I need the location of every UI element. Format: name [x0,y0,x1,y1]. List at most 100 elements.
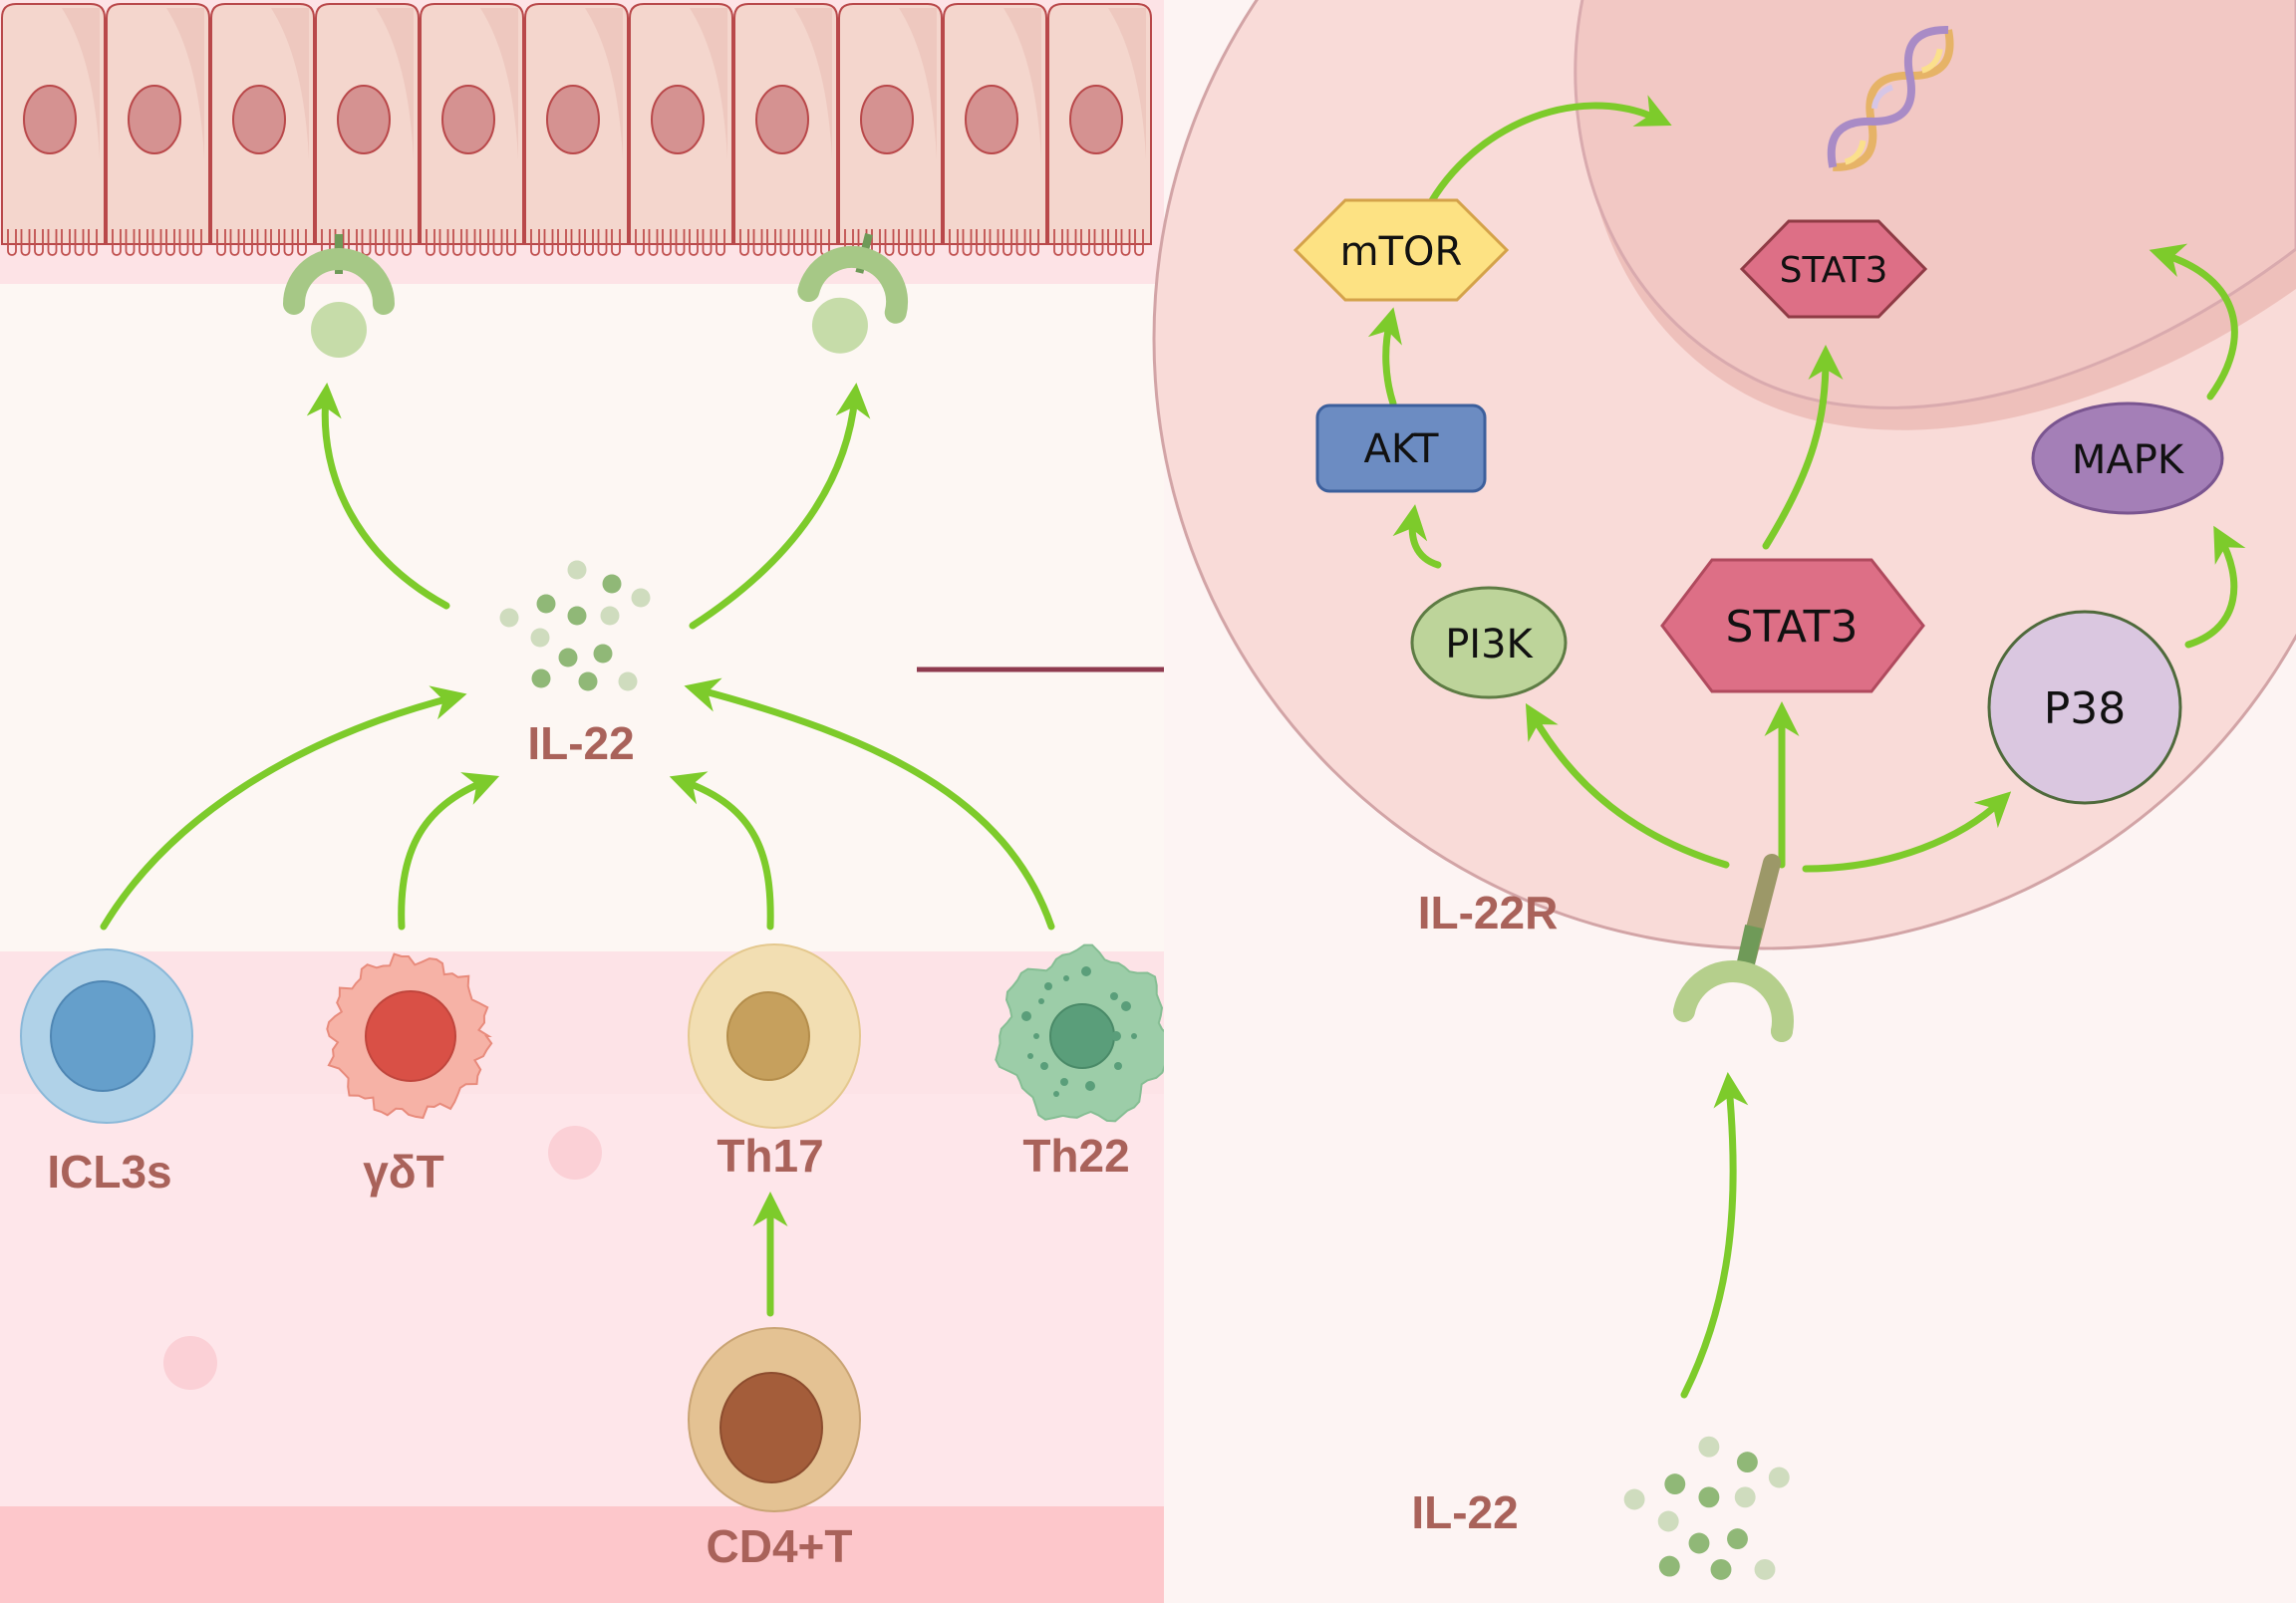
epithelial-cell [210,3,315,256]
granule [1081,966,1091,976]
epithelial-receptor [797,233,909,354]
pi3k-node: PI3K [1410,586,1568,699]
granule [1060,1078,1068,1086]
gdt-cell [326,952,493,1120]
cd4t-cell [688,1327,861,1512]
epithelial-nucleus [965,85,1018,154]
th17-cell [688,943,861,1129]
epithelial-nucleus [860,85,914,154]
th17-label: Th17 [717,1130,823,1182]
microvilli [112,229,202,256]
arrow-il22-to-receptor-right [689,383,871,630]
epithelial-cell [315,3,420,256]
arrow-akt-to-mtor [1367,307,1402,407]
granule [1110,992,1118,1000]
granule [1053,1091,1059,1097]
granule [1111,1031,1121,1041]
akt-label: AKT [1364,426,1439,472]
il22-molecule [567,560,587,580]
epithelial-nucleus [546,85,600,154]
il22-molecule [530,628,550,648]
arrow-mtor-to-nucleus [1419,95,1672,221]
epithelial-nucleus [651,85,705,154]
mtor-node: mTOR [1292,198,1510,302]
microvilli [216,229,307,256]
akt-node: AKT [1315,403,1487,493]
il22-molecule [531,668,551,688]
il22-molecule [593,644,613,664]
background-bubble [163,1336,217,1390]
granule [1121,1001,1131,1011]
il22-molecule [1698,1436,1720,1458]
arrow-receptor-to-pi3k [1525,702,1730,869]
arrow-th22-to-il22 [684,677,1055,931]
il22-molecule [1768,1467,1790,1488]
granule [1038,998,1044,1004]
arrow-th17-to-il22 [669,771,774,931]
p38-label: P38 [2044,683,2127,734]
epithelial-receptor [283,234,395,358]
il22r-label: IL-22R [1418,887,1559,938]
il22-molecule [1698,1486,1720,1508]
th22-label: Th22 [1022,1130,1129,1182]
granule [1044,982,1052,990]
left-panel: IL-22 ICL3s γδT Th17 Th22 [0,0,1176,1603]
granule [1131,1033,1137,1039]
epithelial-nucleus [232,85,286,154]
ilc3s-label: ICL3s [47,1146,171,1198]
mapk-label: MAPK [2072,437,2185,483]
il22-molecule [1710,1558,1732,1580]
epithelial-nucleus [23,85,77,154]
epithelial-cell [1047,3,1152,256]
microvilli [739,229,830,256]
il22-molecule [567,606,587,626]
il22-molecule [1658,1555,1680,1577]
epithelial-cell [106,3,210,256]
epithelial-cell [629,3,733,256]
epithelial-nucleus [1069,85,1123,154]
granule [1114,1062,1122,1070]
epithelial-cell [838,3,943,256]
epithelial-nucleus [337,85,391,154]
granule [1021,1011,1031,1021]
il22-label: IL-22 [527,717,634,769]
stat3-nuclear-label: STAT3 [1780,250,1888,291]
arrow-gdt-to-il22 [398,772,500,931]
dna-helix-icon [1827,25,1954,171]
il22-molecule [631,588,651,608]
stat3-nuclear-node: STAT3 [1739,219,1928,319]
microvilli [949,229,1039,256]
gdt-label: γδT [363,1146,444,1198]
il22-molecule [600,606,620,626]
epithelial-cell [524,3,629,256]
epithelial-nucleus [128,85,181,154]
il22-molecule [1727,1528,1748,1550]
granule [1085,1081,1095,1091]
epithelial-nucleus [755,85,809,154]
epithelial-cell [943,3,1047,256]
epithelial-nucleus [441,85,495,154]
stat3-cytoplasmic-node: STAT3 [1660,558,1925,693]
microvilli [426,229,516,256]
granule [1033,1033,1039,1039]
lamina-band-bottom [0,1506,1164,1603]
il22-molecule [618,671,638,691]
epithelial-cell [420,3,524,256]
il22-molecule [602,574,622,594]
il22-molecule [1688,1532,1710,1554]
granule [1040,1062,1048,1070]
arrow-stat3-translocation [1762,345,1844,550]
il22-molecule [1734,1486,1756,1508]
arrow-pi3k-to-akt [1392,504,1442,569]
il22-cytokine-cluster [499,560,651,691]
il22-receptor [1673,854,1794,1042]
granule [1063,975,1069,981]
arrow-p38-to-mapk [2184,525,2246,649]
il22-molecule [558,648,578,668]
epithelial-cell-row [1,3,1152,256]
microvilli [7,229,98,256]
mtor-label: mTOR [1340,229,1463,275]
lamina-band-upper [0,951,1164,1094]
